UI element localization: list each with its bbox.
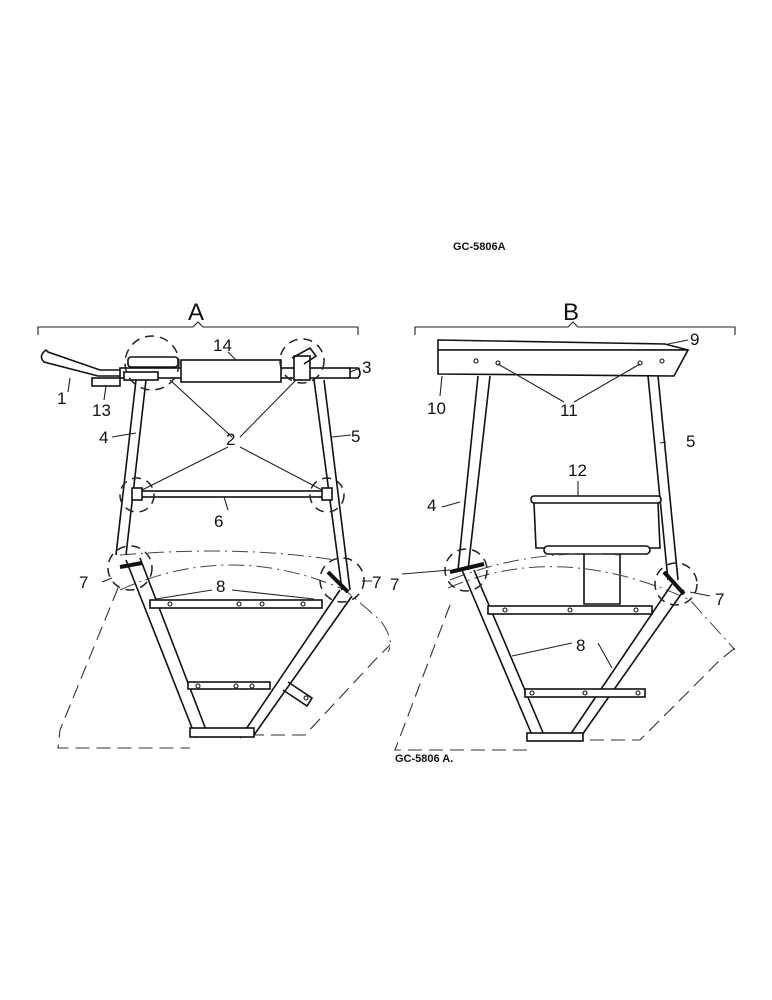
handle-bar [40, 348, 129, 377]
pin-left [119, 561, 143, 569]
callout-7-b-right: 7 [715, 590, 724, 609]
canopy-frame [437, 349, 690, 377]
bracket-13 [91, 377, 121, 387]
seat [530, 495, 662, 504]
callout-12: 12 [568, 461, 587, 480]
base-plate [189, 727, 255, 738]
callout-11: 11 [560, 401, 578, 420]
callout-5: 5 [351, 427, 360, 446]
callout-5-b: 5 [686, 432, 695, 451]
callout-7-right: 7 [372, 573, 381, 592]
strap-upper [149, 599, 323, 609]
callout-8-b: 8 [576, 636, 585, 655]
callout-2: 2 [226, 430, 235, 449]
callout-7-left: 7 [79, 573, 88, 592]
callout-3: 3 [362, 358, 371, 377]
view-b-bracket [414, 321, 736, 335]
upright-right [313, 379, 343, 591]
view-a: A [37, 299, 391, 749]
view-a-title: A [188, 299, 204, 326]
callout-9: 9 [690, 330, 699, 349]
view-b: B [390, 299, 736, 765]
view-a-bracket [37, 321, 359, 335]
callout-7-b-left: 7 [390, 575, 399, 594]
callout-4-b: 4 [427, 496, 436, 515]
crossbar [137, 490, 329, 498]
callout-8: 8 [216, 577, 225, 596]
strap-lower [187, 681, 271, 690]
callout-1: 1 [57, 389, 66, 408]
view-b-title: B [563, 299, 579, 326]
lower-frame-left [125, 559, 197, 739]
callout-13: 13 [92, 401, 111, 420]
callout-10: 10 [427, 399, 446, 418]
drawing-reference-top: GC-5806A [453, 241, 506, 253]
fender-outline [119, 564, 391, 653]
pin-right [326, 570, 350, 594]
callout-6: 6 [214, 512, 223, 531]
implement-outline [57, 587, 190, 749]
hydraulic-cylinder [180, 359, 282, 383]
canopy-top [437, 339, 689, 351]
callout-14: 14 [213, 336, 232, 355]
drawing-reference-bottom: GC-5806 A. [395, 753, 453, 765]
callout-4: 4 [99, 428, 108, 447]
lower-frame-right [239, 589, 341, 739]
upright-left [115, 379, 137, 556]
